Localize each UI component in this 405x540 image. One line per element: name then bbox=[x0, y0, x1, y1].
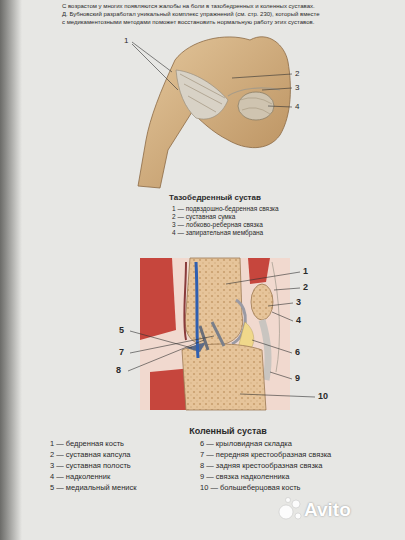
key-line: 7 — передняя крестообразная связка bbox=[200, 451, 331, 460]
key-line: 8 — задняя крестообразная связка bbox=[200, 462, 322, 471]
callout-number: 2 bbox=[303, 282, 308, 292]
hip-joint-figure bbox=[132, 37, 292, 188]
callout-number: 9 bbox=[295, 373, 300, 383]
callout-number: 4 bbox=[296, 315, 301, 325]
key-line: 1 — подвздошно-бедренная связка bbox=[172, 205, 279, 212]
callout-number: 5 bbox=[119, 325, 124, 335]
figure-caption: Тазобедренный сустав bbox=[169, 193, 261, 202]
key-line: 3 — суставная полость bbox=[50, 462, 131, 471]
watermark-icon bbox=[279, 498, 301, 520]
key-line: 9 — связка надколенника bbox=[200, 473, 289, 482]
intro-text: Д. Бубновский разработал уникальный комп… bbox=[62, 11, 320, 18]
key-line: 10 — большеберцовая кость bbox=[200, 484, 300, 493]
key-line: 1 — бедренная кость bbox=[50, 440, 124, 449]
figure-caption: Коленный сустав bbox=[189, 426, 267, 436]
key-line: 3 — лобково-реберная связка bbox=[172, 221, 263, 228]
callout-number: 8 bbox=[116, 365, 121, 375]
callout-number: 1 bbox=[124, 36, 128, 45]
knee-joint-figure bbox=[128, 258, 315, 410]
callout-number: 10 bbox=[318, 391, 328, 401]
key-line: 5 — медиальный мениск bbox=[50, 484, 137, 493]
callout-number: 6 bbox=[295, 347, 300, 357]
callout-number: 4 bbox=[295, 102, 299, 111]
callout-number: 2 bbox=[295, 69, 299, 78]
intro-text: С возрастом у многих появляются жалобы н… bbox=[62, 3, 315, 10]
key-line: 2 — суставная сумка bbox=[172, 213, 235, 220]
callout-number: 3 bbox=[296, 297, 301, 307]
key-line: 6 — крыловидная складка bbox=[200, 440, 292, 449]
intro-text: с медикаментозными методами поможет восс… bbox=[62, 19, 314, 26]
callout-number: 1 bbox=[303, 266, 308, 276]
callout-number: 7 bbox=[119, 347, 124, 357]
key-line: 4 — запирательная мембрана bbox=[172, 229, 263, 236]
watermark: Avito bbox=[304, 499, 351, 521]
key-line: 2 — суставная капсула bbox=[50, 451, 131, 460]
callout-number: 3 bbox=[295, 83, 299, 92]
key-line: 4 — надколенник bbox=[50, 473, 110, 482]
